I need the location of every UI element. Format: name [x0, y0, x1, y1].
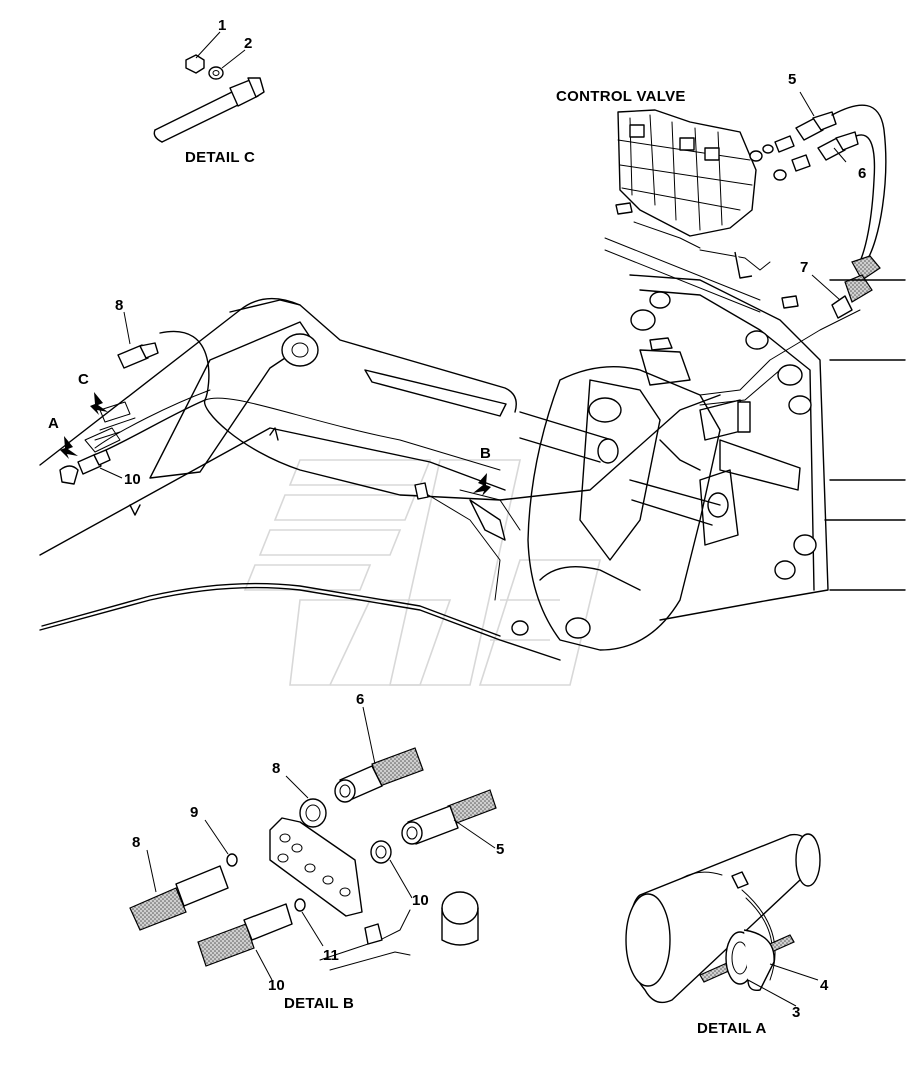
callout-8-main: 8: [115, 297, 123, 314]
washer-part-2: [208, 66, 224, 80]
detail-b: 6 8 9 8 5 10 11 10 DETAIL B: [129, 691, 504, 1012]
callout-2: 2: [244, 35, 252, 52]
boom-and-frame: 8 10 C A B: [39, 274, 906, 661]
arrow-view-c: [90, 392, 108, 415]
caption-detail-b: DETAIL B: [284, 995, 354, 1012]
boom-pivot-pin: [281, 333, 319, 367]
callout-7-main: 7: [800, 259, 808, 276]
callout-4-detail-a: 4: [820, 977, 829, 994]
seal-part-8-detail: [299, 798, 327, 828]
callout-10-main: 10: [124, 471, 141, 488]
callout-5-main: 5: [788, 71, 796, 88]
control-valve-assembly: CONTROL VALVE 5 6 7: [556, 71, 887, 319]
caption-detail-a: DETAIL A: [697, 1020, 767, 1037]
callout-8-detail-b-top: 8: [272, 760, 280, 777]
callout-6-detail-b: 6: [356, 691, 364, 708]
hose-part-7: [831, 295, 853, 319]
caption-detail-c: DETAIL C: [185, 149, 255, 166]
callout-10-detail-b-right: 10: [412, 892, 429, 909]
callout-10-detail-b-bottom: 10: [268, 977, 285, 994]
callout-6-main: 6: [858, 165, 866, 182]
ring-part-11: [294, 898, 306, 912]
fitting-part-8-main: [117, 344, 149, 369]
caption-control-valve: CONTROL VALVE: [556, 88, 686, 105]
callout-11-detail-b: 11: [323, 947, 339, 964]
marker-b: B: [480, 445, 491, 462]
callout-5-detail-b: 5: [496, 841, 504, 858]
bracket-plate: [269, 817, 363, 917]
detail-a: 4 3 DETAIL A: [625, 833, 829, 1037]
detail-c: 1 2 DETAIL C: [153, 17, 265, 166]
callout-8-detail-b-left: 8: [132, 834, 140, 851]
callout-9-detail-b: 9: [190, 804, 198, 821]
callout-1: 1: [218, 17, 226, 34]
marker-c: C: [78, 371, 89, 388]
hose-part-8-detail: [129, 887, 187, 931]
callout-3-detail-a: 3: [792, 1004, 800, 1021]
seal-part-10-detail: [370, 840, 392, 864]
ring-part-9: [226, 853, 238, 867]
arrow-view-a: [60, 436, 78, 459]
nut-part-1: [185, 54, 205, 74]
watermark-logo: [243, 459, 602, 686]
marker-a: A: [48, 415, 59, 432]
hose-part-10-detail: [197, 923, 255, 967]
fitting-part-6: [817, 137, 846, 161]
arrow-view-b: [473, 473, 491, 496]
